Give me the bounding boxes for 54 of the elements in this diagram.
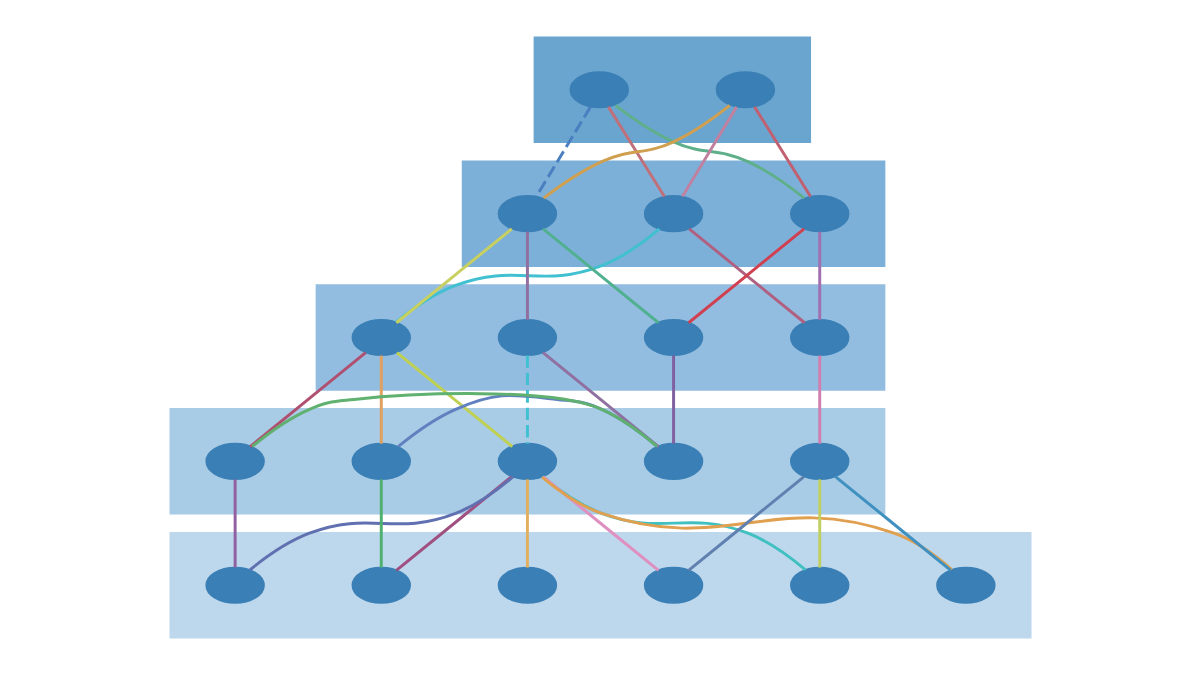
connector — [542, 104, 731, 200]
connector — [394, 475, 513, 572]
connector — [541, 227, 659, 324]
node-circle — [204, 442, 265, 480]
node-circle — [497, 318, 557, 357]
connector — [540, 475, 953, 571]
connector — [394, 227, 513, 324]
node-circle — [643, 318, 703, 357]
connector — [671, 355, 675, 444]
node-circle — [497, 195, 557, 233]
connector — [752, 106, 812, 198]
connector — [525, 355, 529, 444]
connector — [817, 479, 821, 568]
connector — [541, 351, 659, 448]
connector — [606, 106, 666, 198]
connector — [614, 104, 805, 200]
cluster — [169, 408, 885, 515]
connector — [680, 106, 738, 198]
node-circle — [351, 318, 411, 357]
connector — [395, 351, 513, 448]
node-circle — [789, 318, 849, 357]
node-circle — [643, 566, 703, 604]
connector — [233, 479, 237, 568]
node-circle — [643, 442, 703, 480]
node-circle — [497, 566, 557, 604]
node-circle — [643, 195, 703, 233]
node-circle — [497, 442, 557, 480]
connector — [248, 351, 367, 448]
node-circle — [351, 442, 411, 480]
node-circle — [935, 566, 996, 604]
connector — [833, 475, 952, 572]
node-circle — [569, 71, 629, 109]
connector — [534, 106, 592, 198]
connector — [541, 475, 659, 572]
cluster — [533, 36, 811, 144]
connector — [525, 479, 529, 568]
connector — [687, 475, 805, 572]
node-circle — [351, 566, 411, 604]
connector — [817, 231, 821, 320]
connector — [379, 355, 383, 444]
node-circle — [789, 195, 849, 233]
node-circle — [789, 442, 849, 480]
connector — [540, 475, 806, 571]
connector — [379, 479, 383, 568]
connector — [525, 231, 529, 320]
node-circle — [789, 566, 849, 604]
cluster — [315, 284, 885, 391]
connector — [248, 475, 514, 572]
node-circle — [204, 566, 265, 604]
node-circle — [715, 71, 775, 109]
cluster — [169, 531, 1031, 639]
connector — [817, 355, 821, 444]
connector — [394, 227, 660, 324]
cluster — [461, 160, 885, 267]
